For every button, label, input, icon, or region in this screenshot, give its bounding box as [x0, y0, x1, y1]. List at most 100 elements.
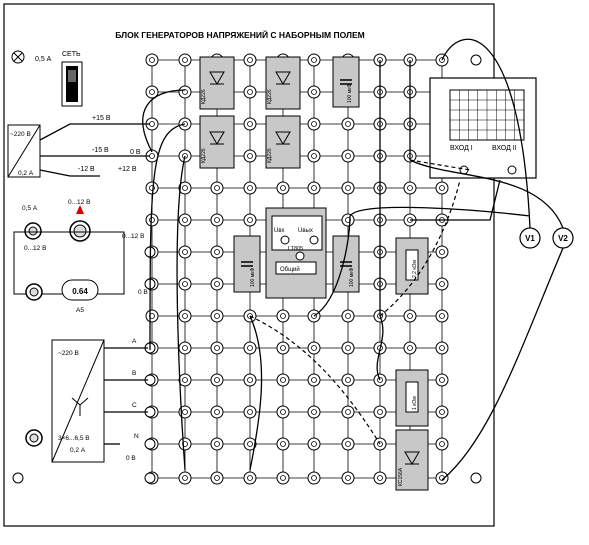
grid-socket[interactable] — [307, 437, 321, 451]
grid-socket[interactable] — [341, 309, 355, 323]
grid-socket[interactable] — [210, 245, 224, 259]
grid-socket[interactable] — [178, 85, 192, 99]
grid-socket[interactable] — [178, 53, 192, 67]
grid-socket[interactable] — [435, 181, 449, 195]
grid-socket[interactable] — [145, 117, 159, 131]
edge-socket[interactable] — [12, 472, 24, 484]
ammeter: 0.64 — [61, 279, 99, 301]
dc-terminal2-label: 0...12 В — [122, 233, 144, 240]
grid-socket[interactable] — [210, 405, 224, 419]
grid-socket[interactable] — [341, 405, 355, 419]
grid-socket[interactable] — [210, 373, 224, 387]
grid-socket[interactable] — [276, 471, 290, 485]
grid-socket[interactable] — [210, 181, 224, 195]
grid-socket[interactable] — [243, 471, 257, 485]
grid-socket[interactable] — [145, 309, 159, 323]
grid-socket[interactable] — [435, 245, 449, 259]
grid-socket[interactable] — [435, 373, 449, 387]
grid-socket[interactable] — [276, 309, 290, 323]
grid-socket[interactable] — [435, 437, 449, 451]
grid-socket[interactable] — [341, 341, 355, 355]
resistor-1: 2,2 кОм — [395, 237, 429, 295]
grid-socket[interactable] — [341, 213, 355, 227]
diode-4-label: КД226 — [267, 148, 273, 163]
scope-input2-socket[interactable] — [507, 165, 517, 175]
mains-switch[interactable] — [61, 61, 83, 107]
grid-socket[interactable] — [178, 309, 192, 323]
edge-socket[interactable] — [144, 438, 156, 450]
grid-socket[interactable] — [210, 341, 224, 355]
grid-socket[interactable] — [210, 471, 224, 485]
grid-socket[interactable] — [178, 341, 192, 355]
grid-socket[interactable] — [178, 181, 192, 195]
grid-socket[interactable] — [307, 117, 321, 131]
grid-socket[interactable] — [307, 181, 321, 195]
grid-socket[interactable] — [243, 373, 257, 387]
ammeter-knob[interactable] — [25, 283, 43, 301]
mains-fuse[interactable] — [11, 50, 25, 64]
grid-socket[interactable] — [403, 309, 417, 323]
grid-socket[interactable] — [243, 149, 257, 163]
grid-socket[interactable] — [403, 341, 417, 355]
zener-label: КС156А — [398, 467, 404, 486]
grid-socket[interactable] — [276, 181, 290, 195]
grid-socket[interactable] — [307, 53, 321, 67]
grid-socket[interactable] — [178, 373, 192, 387]
grid-socket[interactable] — [276, 405, 290, 419]
ac-phase-wires — [104, 347, 148, 445]
grid-socket[interactable] — [435, 471, 449, 485]
grid-socket[interactable] — [307, 373, 321, 387]
grid-socket[interactable] — [341, 437, 355, 451]
grid-socket[interactable] — [178, 213, 192, 227]
grid-socket[interactable] — [210, 277, 224, 291]
grid-socket[interactable] — [210, 437, 224, 451]
grid-socket[interactable] — [145, 181, 159, 195]
dc-voltage-knob[interactable] — [69, 205, 91, 242]
diode-2-label: КД226 — [267, 89, 273, 104]
grid-socket[interactable] — [243, 213, 257, 227]
grid-socket[interactable] — [243, 181, 257, 195]
grid-socket[interactable] — [276, 373, 290, 387]
edge-socket[interactable] — [470, 54, 482, 66]
grid-socket[interactable] — [435, 277, 449, 291]
grid-socket[interactable] — [243, 117, 257, 131]
grid-socket[interactable] — [243, 437, 257, 451]
grid-socket[interactable] — [145, 53, 159, 67]
grid-socket[interactable] — [178, 277, 192, 291]
grid-socket[interactable] — [243, 85, 257, 99]
grid-socket[interactable] — [435, 53, 449, 67]
grid-socket[interactable] — [210, 213, 224, 227]
regulator-input-label: Uвх — [274, 228, 285, 234]
grid-socket[interactable] — [307, 341, 321, 355]
grid-socket[interactable] — [276, 437, 290, 451]
ac-knob[interactable] — [25, 429, 43, 447]
grid-socket[interactable] — [307, 85, 321, 99]
grid-socket[interactable] — [243, 341, 257, 355]
grid-socket[interactable] — [210, 309, 224, 323]
grid-socket[interactable] — [145, 85, 159, 99]
grid-socket[interactable] — [307, 149, 321, 163]
grid-socket[interactable] — [341, 181, 355, 195]
grid-socket[interactable] — [307, 471, 321, 485]
grid-socket[interactable] — [435, 341, 449, 355]
grid-socket[interactable] — [307, 405, 321, 419]
grid-socket[interactable] — [243, 405, 257, 419]
grid-socket[interactable] — [243, 53, 257, 67]
grid-socket[interactable] — [341, 117, 355, 131]
grid-socket[interactable] — [403, 181, 417, 195]
grid-socket[interactable] — [435, 405, 449, 419]
grid-socket[interactable] — [435, 309, 449, 323]
grid-socket[interactable] — [373, 471, 387, 485]
grid-socket[interactable] — [341, 471, 355, 485]
grid-socket[interactable] — [276, 341, 290, 355]
dc-fuse[interactable] — [24, 222, 42, 240]
grid-socket[interactable] — [178, 471, 192, 485]
edge-socket[interactable] — [144, 472, 156, 484]
edge-socket[interactable] — [470, 472, 482, 484]
grid-socket[interactable] — [341, 373, 355, 387]
grid-socket[interactable] — [178, 437, 192, 451]
grid-socket[interactable] — [373, 405, 387, 419]
grid-socket[interactable] — [341, 149, 355, 163]
grid-socket[interactable] — [178, 245, 192, 259]
